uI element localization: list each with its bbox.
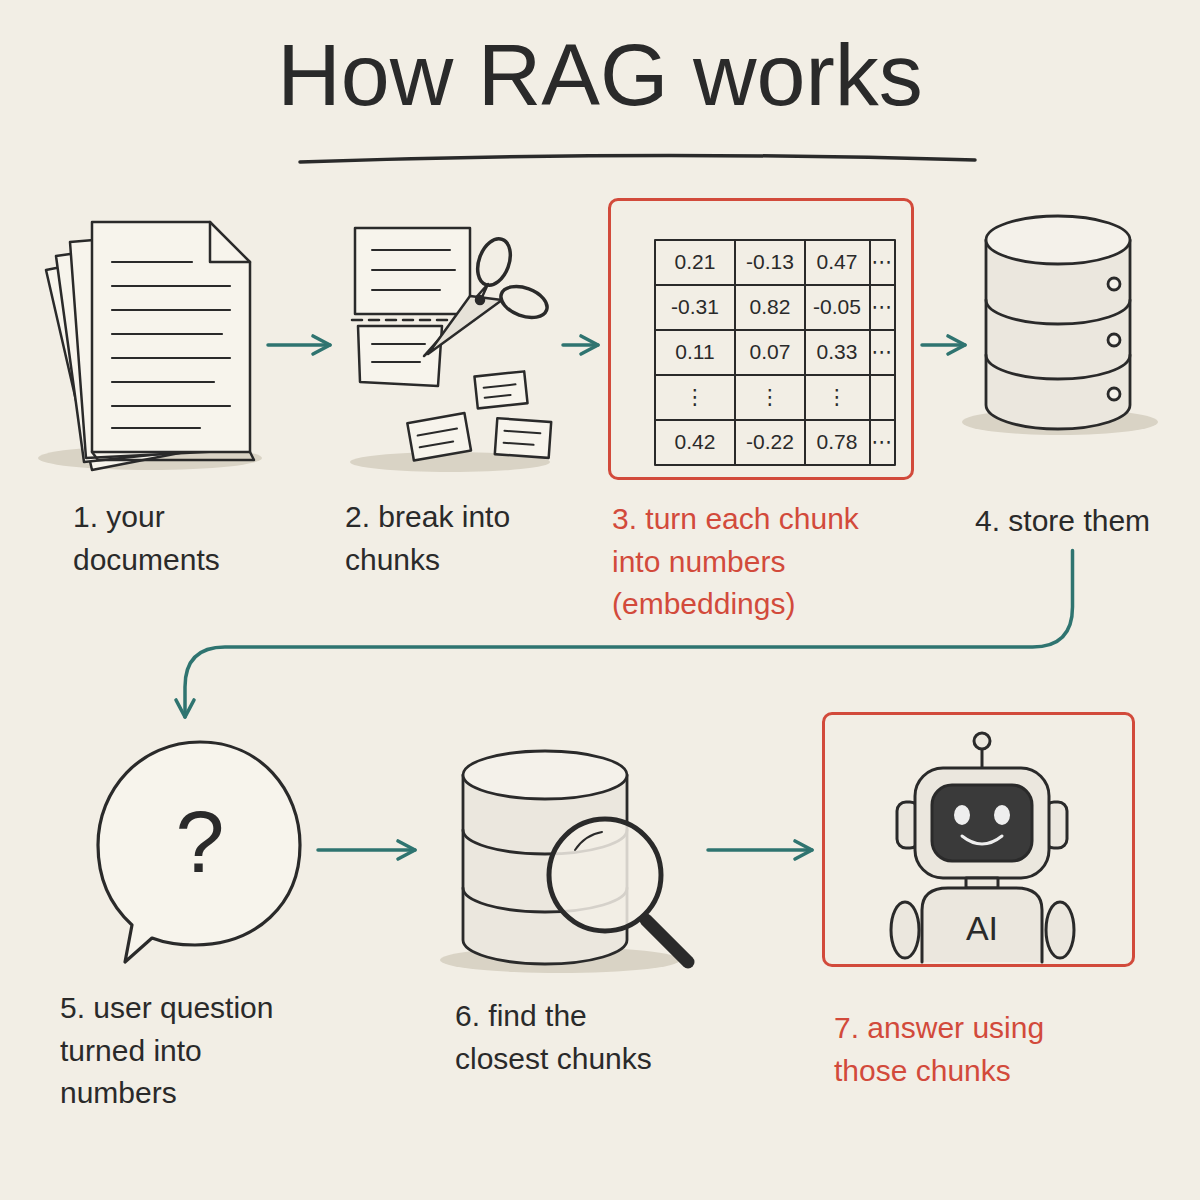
scissors-and-chunks-part xyxy=(428,296,502,354)
scissors-and-chunks xyxy=(350,228,551,472)
scissors-and-chunks-part xyxy=(372,250,455,290)
database-search-part xyxy=(646,920,688,962)
step-caption: 4. store them xyxy=(975,500,1190,543)
robot-part xyxy=(954,805,970,825)
table-cell: ⋯ xyxy=(872,340,893,363)
table-cell: 0.07 xyxy=(750,340,791,363)
flow-arrow xyxy=(922,343,965,347)
table-cell: ⋮ xyxy=(760,385,781,408)
table-cell: -0.31 xyxy=(671,295,719,318)
table-cell: 0.21 xyxy=(675,250,716,273)
step-node: 1. your documents xyxy=(45,210,260,581)
table-cell: -0.05 xyxy=(813,295,861,318)
scissors-and-chunks-part xyxy=(418,429,459,448)
table-cell: 0.42 xyxy=(675,430,716,453)
scissors-and-chunks-part xyxy=(472,234,517,289)
step-caption: 1. your documents xyxy=(73,496,263,581)
database-part xyxy=(1108,278,1120,290)
robot-part xyxy=(891,902,919,958)
scissors-and-chunks-part xyxy=(484,384,517,397)
database xyxy=(962,216,1158,435)
scissors-and-chunks-part xyxy=(495,418,551,458)
title-underline xyxy=(300,155,975,162)
title: How RAG works xyxy=(0,22,1200,128)
scissors-and-chunks-part xyxy=(407,413,471,460)
illustration-slot xyxy=(425,735,700,985)
document-stack xyxy=(38,222,262,470)
database-search-part xyxy=(549,819,661,931)
title-text: How RAG works xyxy=(277,25,922,124)
flow-arrow xyxy=(318,848,415,852)
robot-part xyxy=(981,748,984,768)
step-caption: 6. find the closest chunks xyxy=(455,995,670,1080)
table-cell: -0.22 xyxy=(746,430,794,453)
step-node: 5. user question turned into numbers xyxy=(60,725,310,1115)
scissors-and-chunks-part xyxy=(355,228,470,314)
question-mark: ? xyxy=(176,794,225,891)
document-stack-part xyxy=(92,452,254,460)
step-node: 2. break into chunks xyxy=(340,210,555,581)
step-caption: 3. turn each chunk into numbers (embeddi… xyxy=(612,498,902,626)
speech-bubble-part xyxy=(98,742,300,962)
table-cell: 0.33 xyxy=(817,340,858,363)
table-cell: ⋮ xyxy=(827,385,848,408)
table-cell: 0.47 xyxy=(817,250,858,273)
step-caption: 5. user question turned into numbers xyxy=(60,987,295,1115)
illustration-slot xyxy=(45,210,260,490)
step-node: 7. answer using those chunks xyxy=(822,712,1135,1092)
document-stack-part xyxy=(210,222,250,262)
illustration-slot xyxy=(340,210,555,490)
table-cell: 0.11 xyxy=(675,340,714,363)
step-node: 4. store them xyxy=(975,205,1170,543)
flow-arrow xyxy=(563,343,598,347)
robot-part xyxy=(994,805,1010,825)
step-caption: 7. answer using those chunks xyxy=(834,1007,1094,1092)
scissors-and-chunks-part xyxy=(474,371,527,408)
table-cell: ⋯ xyxy=(872,295,893,318)
database-part xyxy=(1108,334,1120,346)
table-cell: ⋯ xyxy=(872,250,893,273)
embedding-grid-part xyxy=(655,240,895,465)
document-stack-part xyxy=(92,222,250,452)
flow-arrow xyxy=(268,343,330,347)
document-stack-part xyxy=(112,262,230,428)
illustration-slot xyxy=(975,205,1170,490)
database-search xyxy=(440,751,688,973)
scissors-and-chunks-part xyxy=(358,326,442,386)
table-cell: ⋮ xyxy=(685,385,706,408)
robot-part xyxy=(922,888,1042,962)
database-search-part xyxy=(575,832,602,850)
embedding-grid-part xyxy=(655,240,895,465)
database-part xyxy=(986,216,1130,264)
table-cell: ⋯ xyxy=(872,430,893,453)
database-part xyxy=(986,300,1130,379)
step-caption: 2. break into chunks xyxy=(345,496,555,581)
robot-part xyxy=(915,768,1049,878)
scissors-and-chunks-part xyxy=(407,413,471,460)
scissors-and-chunks-part xyxy=(372,344,425,362)
scissors-and-chunks-part xyxy=(476,296,484,304)
speech-bubble xyxy=(98,742,300,962)
table-cell: -0.13 xyxy=(746,250,794,273)
step-node: 6. find the closest chunks xyxy=(425,735,700,1080)
scissors-and-chunks-part xyxy=(497,281,552,324)
robot-part xyxy=(932,785,1032,861)
scissors-and-chunks-part xyxy=(474,371,527,408)
robot-part xyxy=(962,836,1002,844)
scissors-and-chunks-part xyxy=(495,418,551,458)
robot-part xyxy=(974,733,990,749)
database-part xyxy=(1108,388,1120,400)
robot xyxy=(891,733,1074,962)
table-cell: 0.78 xyxy=(817,430,858,453)
robot-chest-text: AI xyxy=(966,910,998,947)
flow-arrow xyxy=(708,848,812,852)
database-search-part xyxy=(463,751,627,799)
database-part xyxy=(986,240,1130,429)
scissors-and-chunks-part xyxy=(504,431,541,445)
robot-part xyxy=(1046,902,1074,958)
table-cell: 0.82 xyxy=(750,295,791,318)
embedding-grid xyxy=(655,240,895,465)
